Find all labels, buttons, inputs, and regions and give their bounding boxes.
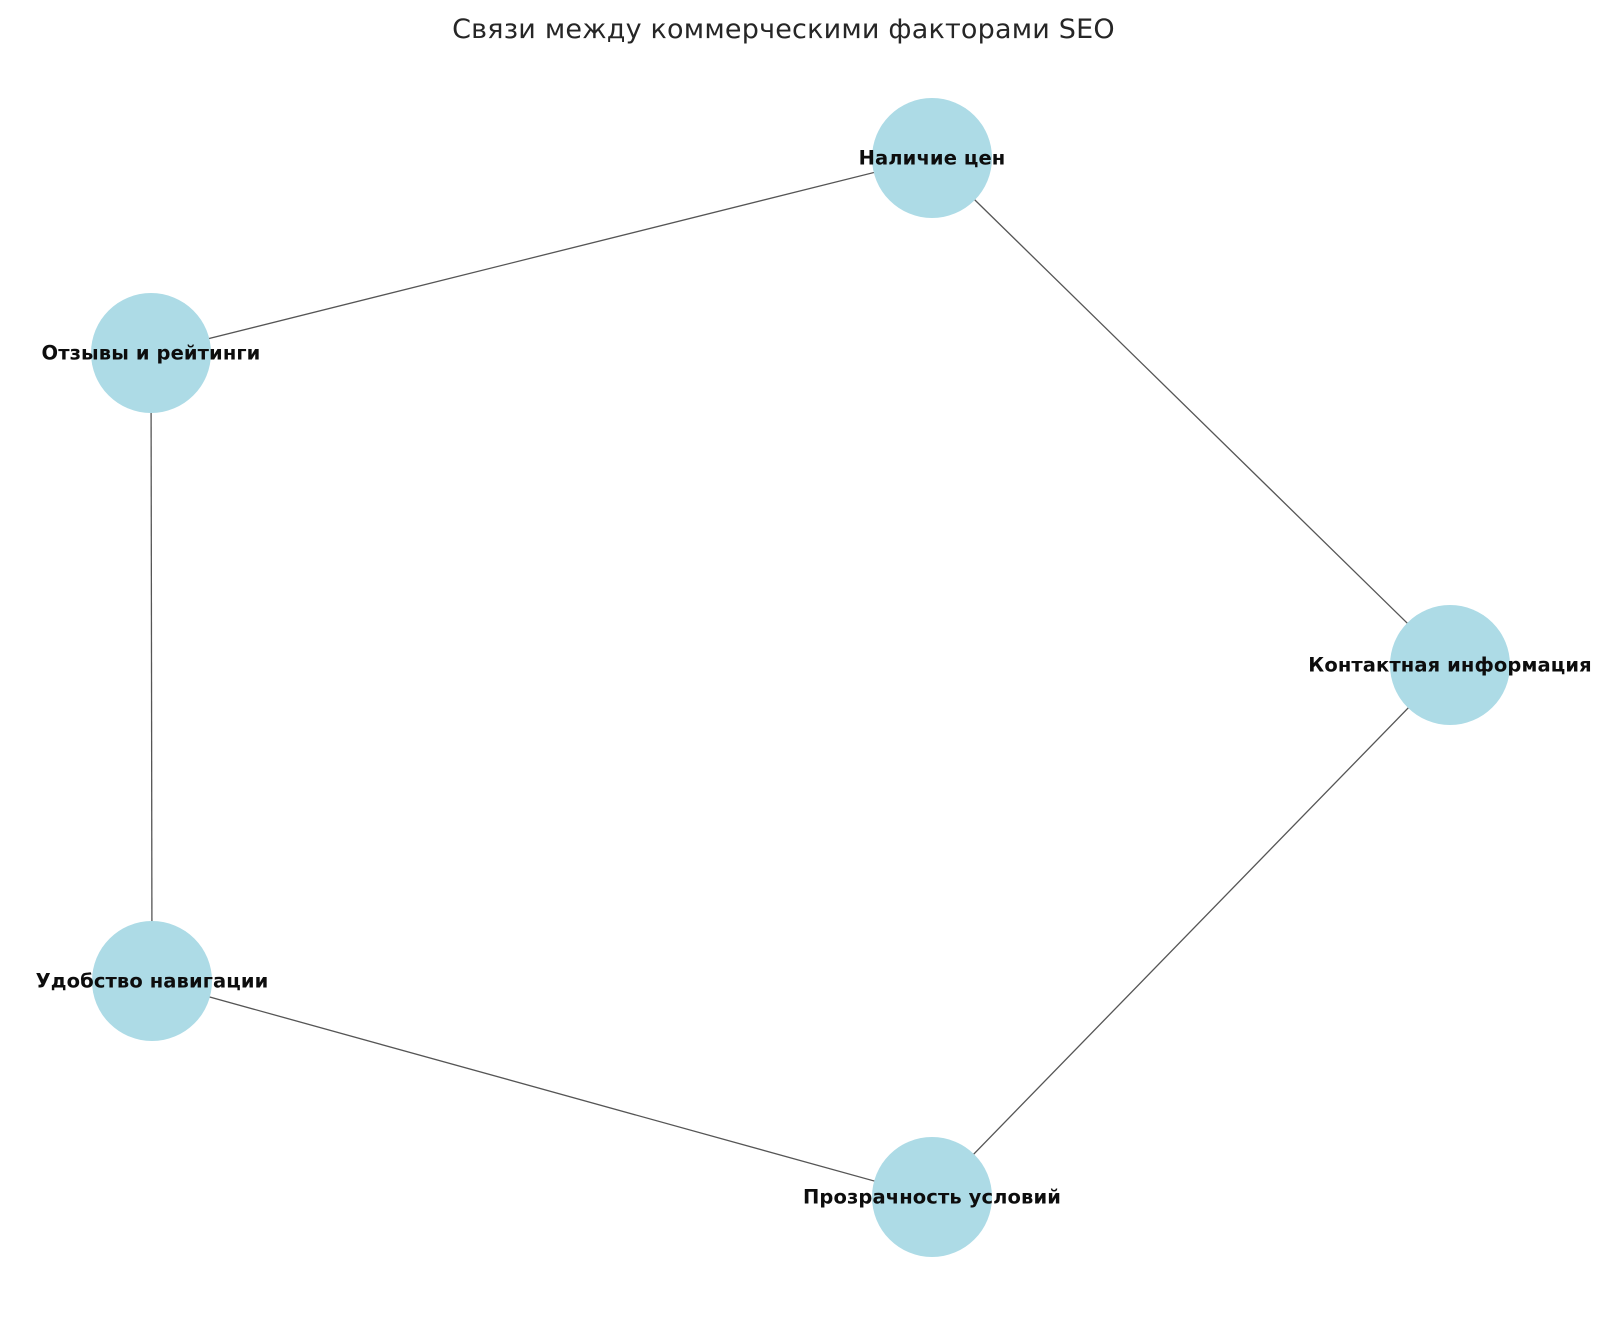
graph-edge-reviews-prices xyxy=(150,157,933,354)
graph-node-navigation[interactable] xyxy=(92,921,212,1041)
graph-edge-contacts-transparency xyxy=(931,664,1451,1198)
graph-node-transparency[interactable] xyxy=(872,1137,992,1257)
graph-node-prices[interactable] xyxy=(872,98,992,218)
graph-edge-transparency-navigation xyxy=(151,980,933,1198)
page-title: Связи между коммерческими факторами SEO xyxy=(452,14,1115,45)
graph-edge-prices-contacts xyxy=(931,157,1451,666)
graph-edge-navigation-reviews xyxy=(150,352,153,982)
nodes-layer xyxy=(91,98,1510,1257)
graph-node-contacts[interactable] xyxy=(1390,605,1510,725)
graph-node-reviews[interactable] xyxy=(91,293,211,413)
edges-layer xyxy=(150,157,1451,1198)
